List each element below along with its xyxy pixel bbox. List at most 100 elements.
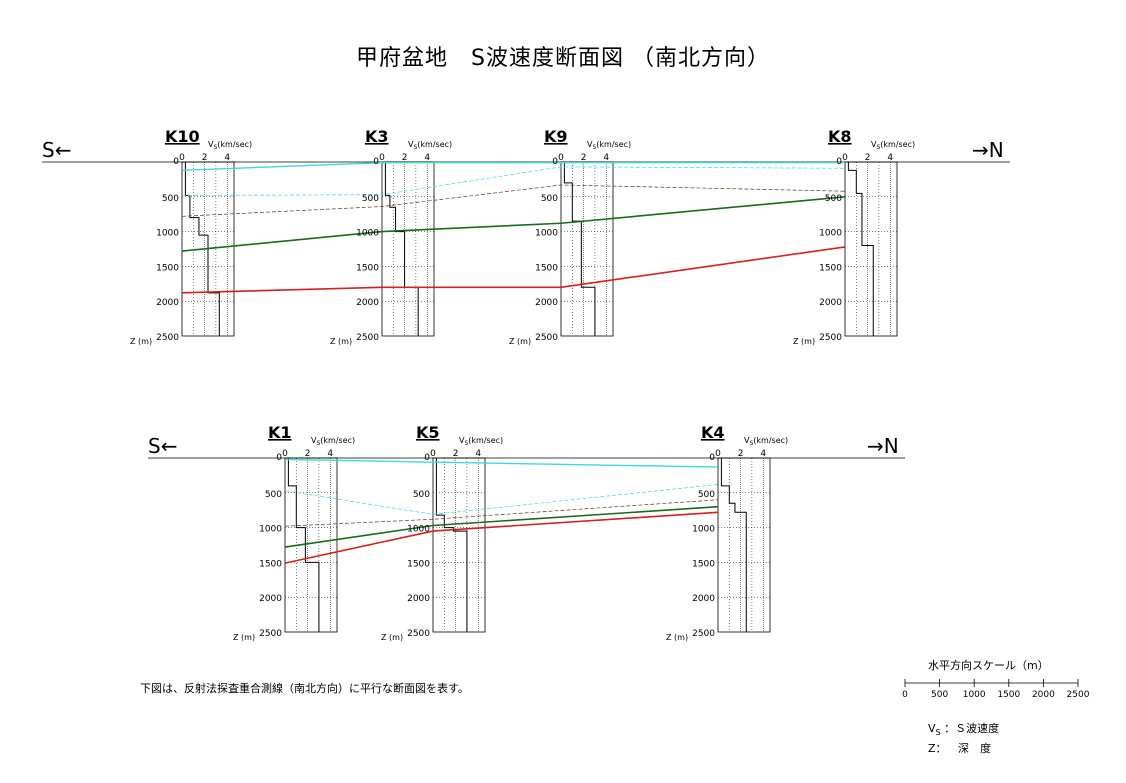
depth-tick-label: 2000: [535, 298, 558, 308]
z-axis-label: Z (m): [130, 337, 152, 346]
legend-vs: VS ：Ｓ波速度: [928, 720, 999, 737]
vs-tick-label: 2: [865, 153, 871, 163]
depth-tick-label: 2000: [692, 594, 715, 604]
depth-tick-label: 1000: [407, 525, 430, 535]
depth-tick-label: 2500: [407, 629, 430, 639]
depth-tick-label: 0: [373, 157, 379, 167]
vs-tick-label: 2: [202, 153, 208, 163]
section-2: [148, 457, 905, 633]
vs-tick-label: 0: [715, 449, 721, 459]
legend-z-desc: 深 度: [958, 742, 992, 755]
z-axis-label: Z (m): [509, 337, 531, 346]
velocity-profile-line: [435, 458, 468, 632]
vs-tick-label: 4: [475, 449, 481, 459]
depth-tick-label: 500: [698, 490, 715, 500]
footnote: 下図は、反射法探査重合測線（南北方向）に平行な断面図を表す。: [140, 682, 469, 695]
depth-tick-label: 1500: [156, 263, 179, 273]
z-axis-label: Z (m): [666, 633, 688, 642]
direction-south-label: S←: [148, 434, 177, 458]
well-panel-frame: [181, 161, 235, 337]
layer-boundary-layer1: [284, 458, 719, 468]
vs-tick-label: 0: [379, 153, 385, 163]
layer-boundary-layer5: [284, 511, 719, 564]
depth-tick-label: 1000: [692, 525, 715, 535]
layer-boundary-layer5: [181, 246, 846, 294]
depth-tick-label: 2000: [819, 298, 842, 308]
depth-tick-label: 0: [836, 157, 842, 167]
page-title: 甲府盆地 S波速度断面図 （南北方向）: [356, 46, 770, 71]
vs-axis-label: VS(km/sec): [208, 140, 252, 151]
vs-tick-label: 4: [424, 153, 430, 163]
well-panel-frame: [432, 457, 486, 633]
legend-vs-desc: ：Ｓ波速度: [944, 722, 1000, 735]
z-axis-label: Z (m): [381, 633, 403, 642]
layer-boundary-layer1: [181, 161, 845, 172]
depth-tick-label: 1000: [356, 229, 379, 239]
depth-tick-label: 2000: [356, 298, 379, 308]
scale-tick-label: 2500: [1067, 690, 1090, 700]
vs-tick-label: 0: [430, 449, 436, 459]
depth-tick-label: 1500: [259, 559, 282, 569]
depth-tick-label: 2500: [535, 333, 558, 343]
depth-tick-label: 0: [552, 157, 558, 167]
scale-tick-label: 1000: [963, 690, 986, 700]
depth-tick-label: 0: [173, 157, 179, 167]
well-panel-frame: [844, 161, 898, 337]
vs-axis-label: VS(km/sec): [744, 436, 788, 447]
depth-tick-label: 1500: [407, 559, 430, 569]
vs-tick-label: 2: [402, 153, 408, 163]
vs-tick-label: 0: [842, 153, 848, 163]
depth-tick-label: 0: [424, 453, 430, 463]
depth-tick-label: 1000: [259, 525, 282, 535]
direction-north-label: →N: [972, 138, 1004, 162]
well-panel-frame: [560, 161, 614, 337]
depth-tick-label: 2500: [692, 629, 715, 639]
depth-tick-label: 2000: [259, 594, 282, 604]
vs-tick-label: 2: [453, 449, 459, 459]
vs-axis-label: VS(km/sec): [871, 140, 915, 151]
z-axis-label: Z (m): [793, 337, 815, 346]
depth-tick-label: 1000: [819, 229, 842, 239]
depth-tick-label: 500: [265, 490, 282, 500]
depth-tick-label: 2500: [156, 333, 179, 343]
scale-tick-label: 0: [902, 690, 908, 700]
vs-tick-label: 0: [179, 153, 185, 163]
well-name-label: K1: [268, 423, 292, 442]
depth-tick-label: 2000: [407, 594, 430, 604]
vs-tick-label: 4: [760, 449, 766, 459]
velocity-profile-line: [184, 162, 220, 336]
well-name-label: K8: [828, 127, 852, 146]
layer-boundary-layer3_dashed: [284, 499, 719, 527]
velocity-profile-line: [384, 162, 419, 336]
legend-z: Z： 深 度: [928, 740, 991, 756]
scale-tick-label: 500: [931, 690, 948, 700]
scale-title: 水平方向スケール（m）: [928, 659, 1049, 672]
vs-tick-label: 2: [581, 153, 587, 163]
depth-tick-label: 500: [825, 194, 842, 204]
vs-axis-label: VS(km/sec): [459, 436, 503, 447]
scale-tick-label: 1500: [997, 690, 1020, 700]
vs-tick-label: 2: [738, 449, 744, 459]
depth-tick-label: 2000: [156, 298, 179, 308]
depth-tick-label: 2500: [356, 333, 379, 343]
depth-tick-label: 1500: [819, 263, 842, 273]
direction-north-label: →N: [867, 434, 899, 458]
velocity-profile-line: [287, 458, 320, 632]
direction-south-label: S←: [42, 138, 71, 162]
velocity-profile-line: [720, 458, 747, 632]
depth-tick-label: 0: [709, 453, 715, 463]
velocity-profile-line: [563, 162, 596, 336]
vs-tick-label: 4: [224, 153, 230, 163]
layer-boundary-layer2_dashed: [284, 484, 719, 515]
well-name-label: K4: [701, 423, 725, 442]
layer-boundary-layer2_dashed: [181, 166, 846, 196]
vs-tick-label: 2: [305, 449, 311, 459]
section-1: [42, 161, 1010, 337]
vs-axis-label: VS(km/sec): [587, 140, 631, 151]
depth-tick-label: 500: [362, 194, 379, 204]
well-name-label: K10: [165, 127, 200, 146]
vs-tick-label: 0: [558, 153, 564, 163]
vs-axis-label: VS(km/sec): [408, 140, 452, 151]
layer-boundary-layer4: [284, 505, 719, 548]
